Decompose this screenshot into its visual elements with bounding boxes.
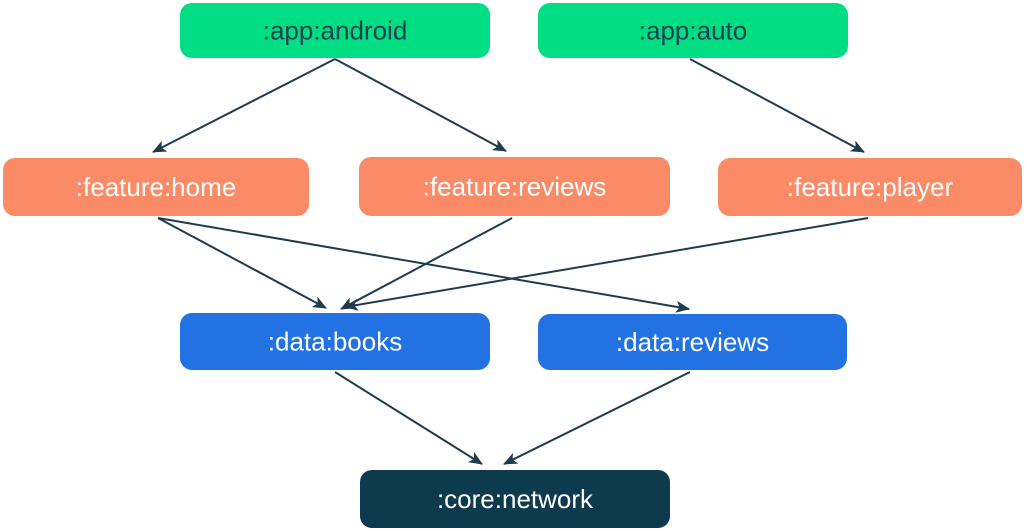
node-feature-home: :feature:home bbox=[3, 158, 309, 216]
node-feature-player-label: :feature:player bbox=[787, 172, 954, 202]
node-feature-home-box bbox=[3, 158, 309, 216]
node-feature-player-box bbox=[718, 158, 1022, 216]
edge-data-reviews-to-core-network bbox=[503, 371, 691, 465]
node-data-books: :data:books bbox=[180, 313, 490, 370]
node-core-network-box bbox=[360, 470, 670, 528]
node-data-books-box bbox=[180, 313, 490, 370]
edge-feature-home-to-data-books bbox=[157, 217, 327, 309]
node-app-auto-box bbox=[538, 3, 848, 58]
edge-app-android-to-feature-home bbox=[152, 58, 336, 153]
node-app-auto: :app:auto bbox=[538, 3, 848, 58]
node-data-books-label: :data:books bbox=[268, 327, 402, 357]
node-app-android: :app:android bbox=[180, 3, 490, 58]
node-feature-reviews-label: :feature:reviews bbox=[423, 172, 607, 202]
node-data-reviews-label: :data:reviews bbox=[616, 327, 769, 357]
edge-data-books-to-core-network bbox=[334, 371, 483, 465]
edge-app-android-to-feature-reviews bbox=[334, 58, 507, 152]
node-feature-player: :feature:player bbox=[718, 158, 1022, 216]
edge-feature-home-to-data-reviews bbox=[157, 217, 690, 313]
node-feature-reviews: :feature:reviews bbox=[359, 157, 670, 216]
edge-feature-reviews-to-data-books bbox=[340, 217, 513, 310]
node-core-network: :core:network bbox=[360, 470, 670, 528]
node-data-reviews: :data:reviews bbox=[538, 314, 847, 370]
node-feature-home-label: :feature:home bbox=[76, 172, 236, 202]
edge-feature-player-to-data-books bbox=[344, 217, 869, 311]
node-app-android-box bbox=[180, 3, 490, 58]
node-app-android-label: :app:android bbox=[263, 16, 408, 46]
node-data-reviews-box bbox=[538, 314, 847, 370]
node-core-network-label: :core:network bbox=[437, 484, 594, 514]
node-feature-reviews-box bbox=[359, 157, 670, 216]
edge-app-auto-to-feature-player bbox=[689, 58, 865, 153]
node-app-auto-label: :app:auto bbox=[639, 16, 747, 46]
